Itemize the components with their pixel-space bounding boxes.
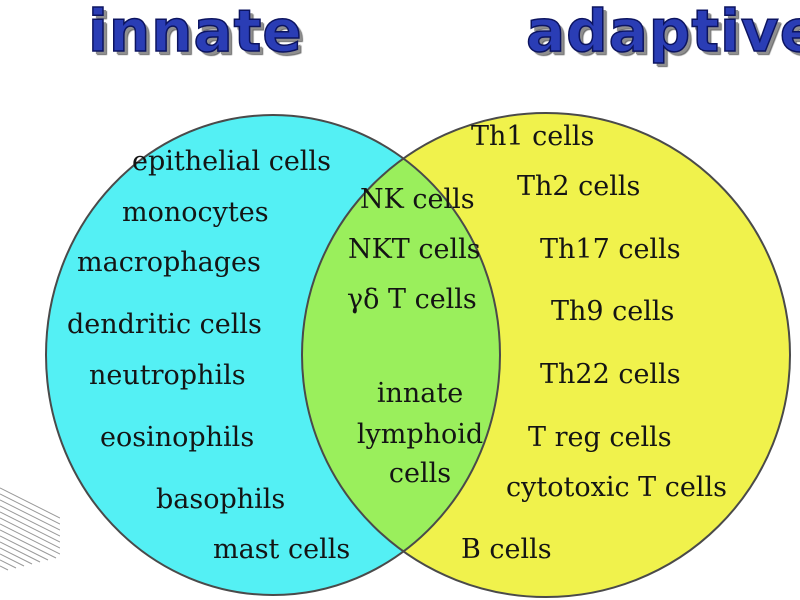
adaptive-label-cytotoxic-t-cells: cytotoxic T cells <box>506 472 727 503</box>
innate-label-dendritic-cells: dendritic cells <box>67 309 262 340</box>
innate-label-eosinophils: eosinophils <box>100 422 255 453</box>
innate-label-epithelial-cells: epithelial cells <box>132 146 331 177</box>
adaptive-label-th1-cells: Th1 cells <box>471 121 595 152</box>
shared-label-cells: cells <box>388 458 452 489</box>
adaptive-label-th17-cells: Th17 cells <box>540 234 681 265</box>
shared-label-gamma-delta-t-cells: γδ T cells <box>347 284 477 315</box>
innate-label-monocytes: monocytes <box>122 197 269 228</box>
overlap-region <box>302 115 500 595</box>
adaptive-label-th22-cells: Th22 cells <box>540 359 681 390</box>
innate-title: innate <box>87 0 303 65</box>
shared-label-nk-cells: NK cells <box>360 184 475 215</box>
innate-label-basophils: basophils <box>156 484 286 515</box>
shared-label-lymphoid: lymphoid <box>356 419 484 450</box>
shared-label-innate: innate <box>376 378 464 409</box>
innate-circle-outline <box>45 114 501 596</box>
innate-label-neutrophils: neutrophils <box>89 360 246 391</box>
adaptive-title: adaptive <box>525 0 800 65</box>
adaptive-label-t-reg-cells: T reg cells <box>528 422 672 453</box>
adaptive-label-th2-cells: Th2 cells <box>517 171 641 202</box>
adaptive-label-th9-cells: Th9 cells <box>551 296 675 327</box>
shared-label-nkt-cells: NKT cells <box>348 234 481 265</box>
innate-label-mast-cells: mast cells <box>213 534 351 565</box>
adaptive-circle-outline <box>301 112 791 598</box>
hatch-decoration <box>0 487 60 571</box>
innate-label-macrophages: macrophages <box>77 247 261 278</box>
adaptive-label-b-cells: B cells <box>461 534 552 565</box>
